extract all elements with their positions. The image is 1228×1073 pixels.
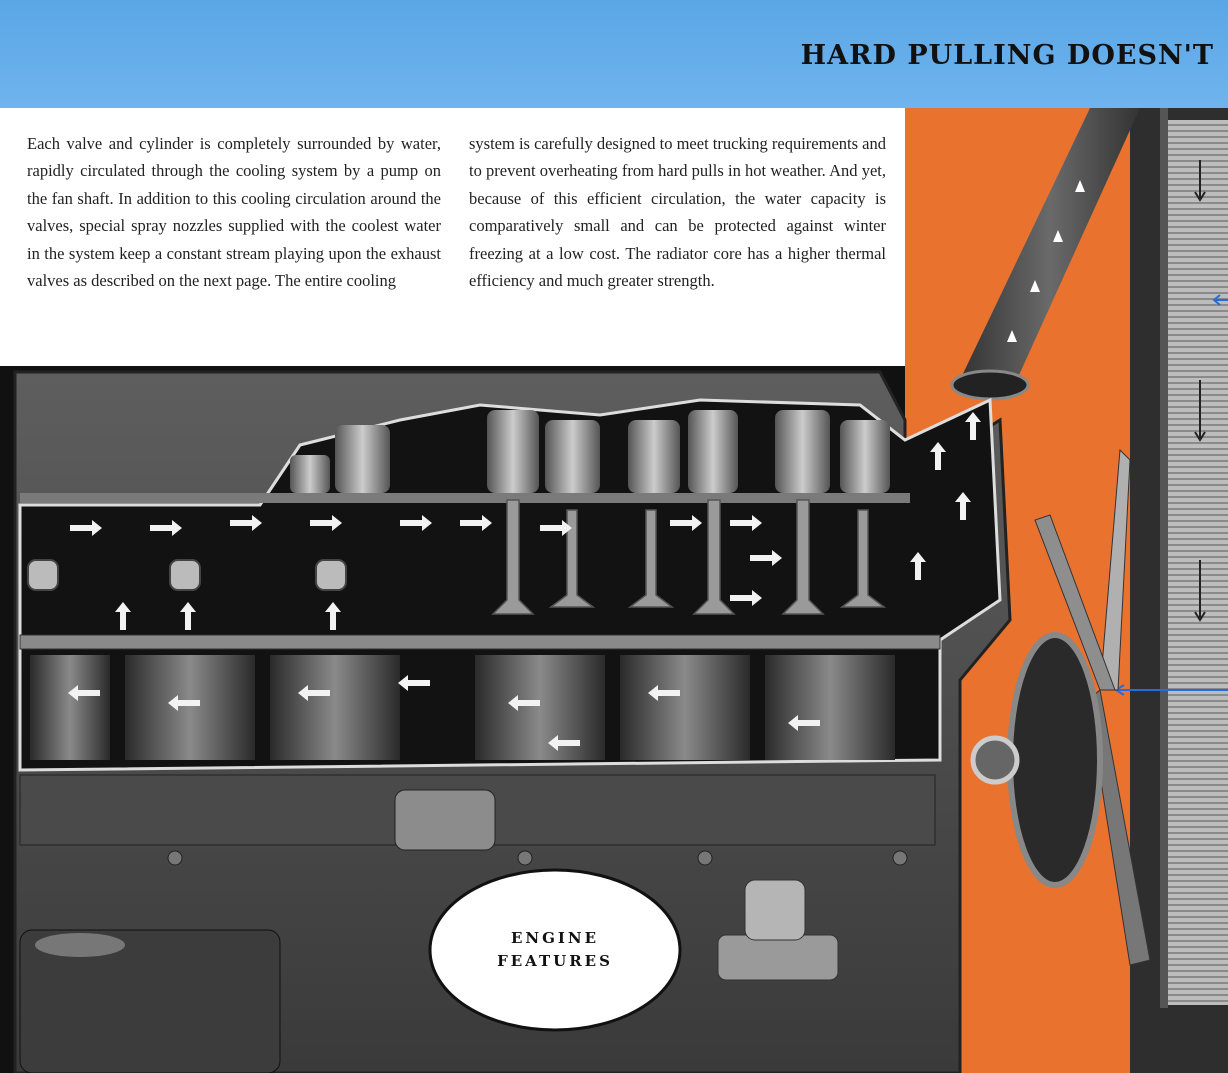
engine-features-badge — [428, 868, 682, 1032]
oil-filler — [394, 789, 496, 851]
blue-header-banner — [0, 0, 1228, 108]
fuel-pump — [717, 879, 839, 981]
spray-nozzles — [27, 559, 347, 591]
radiator — [1114, 108, 1228, 1073]
page-headline: HARD PULLING DOESN'T — [800, 40, 1214, 71]
body-text-column-right: system is carefully designed to meet tru… — [469, 134, 886, 291]
fan-and-pulley — [970, 448, 1151, 966]
badge-line-1: ENGINE — [510, 929, 600, 947]
cylinder-head-deck — [20, 493, 910, 503]
engine-features-badge-label: ENGINE FEATURES — [430, 927, 680, 973]
engine-cutaway-illustration — [13, 108, 1228, 1073]
text-panel: Each valve and cylinder is completely su… — [0, 108, 905, 366]
valve-springs — [290, 410, 890, 493]
block-bolts — [167, 850, 908, 866]
badge-line-2: FEATURES — [497, 952, 613, 970]
body-text-column-left: Each valve and cylinder is completely su… — [27, 134, 441, 291]
water-flow-arrows — [68, 412, 981, 751]
cylinders — [30, 655, 895, 760]
generator — [19, 929, 281, 1073]
valves — [491, 499, 887, 615]
upper-hose — [950, 108, 1140, 401]
